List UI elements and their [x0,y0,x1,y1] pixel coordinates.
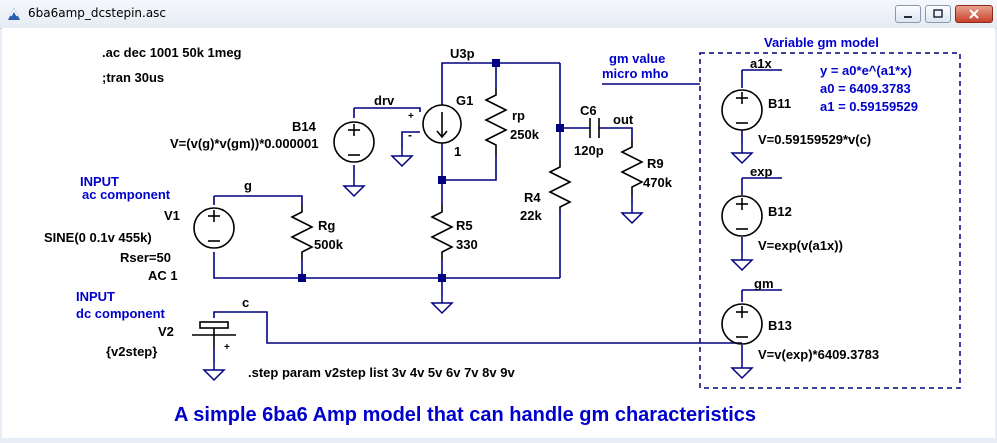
rp-resistor[interactable] [484,88,508,155]
b14-source[interactable] [333,121,375,163]
schematic: + - + .ac dec 1001 50k 1meg ;tran 30us .… [44,35,961,426]
b11-name: B11 [768,96,791,111]
window-title: 6ba6amp_dcstepin.asc [28,6,167,20]
v2-name: V2 [158,324,174,339]
rg-value: 500k [314,237,344,252]
ground-b14 [343,177,365,197]
ground-v2 [203,361,225,381]
input-ac-label-1: INPUT [80,174,119,189]
net-u3p: U3p [450,46,475,61]
tran-directive[interactable]: ;tran 30us [102,70,164,85]
c6-value: 120p [574,143,604,158]
gm-model-title: Variable gm model [764,35,879,50]
input-dc-label-1: INPUT [76,289,115,304]
equation-line-3: a1 = 0.59159529 [820,99,918,114]
r9-value: 470k [643,175,673,190]
ltspice-app-icon [8,8,20,20]
junctions [298,59,564,282]
b13-name: B13 [768,318,792,333]
ground-g1 [391,147,413,167]
b13-value: V=v(exp)*6409.3783 [758,347,879,362]
b14-value: V=(v(g)*v(gm))*0.000001 [170,136,318,151]
b14-name: B14 [292,119,317,134]
ground-r9 [621,204,643,224]
r5-value: 330 [456,237,478,252]
v2-value: {v2step} [106,344,157,359]
schematic-canvas[interactable]: + - + .ac dec 1001 50k 1meg ;tran 30us .… [2,28,995,438]
close-button[interactable] [955,5,993,23]
r4-resistor[interactable] [548,160,572,210]
r9-resistor[interactable] [620,140,644,195]
ground-b13 [731,359,753,379]
input-dc-label-2: dc component [76,306,166,321]
b12-value: V=exp(v(a1x)) [758,238,843,253]
input-ac-label-2: ac component [82,187,171,202]
rg-name: Rg [318,218,335,233]
b12-source[interactable] [721,195,763,237]
rp-value: 250k [510,127,540,142]
net-g: g [244,178,252,193]
ground-b12 [731,251,753,271]
r4-name: R4 [524,190,541,205]
net-drv: drv [374,93,395,108]
title-bar: 6ba6amp_dcstepin.asc [0,0,997,29]
b11-source[interactable] [721,89,763,131]
r5-resistor[interactable] [430,205,454,260]
b12-name: B12 [768,204,792,219]
svg-text:+: + [408,111,414,122]
g1-name: G1 [456,93,473,108]
maximize-icon [933,9,943,18]
minimize-icon [904,16,912,18]
gm-value-label-2: micro mho [602,66,669,81]
net-gm: gm [754,276,774,291]
svg-text:+: + [224,342,230,353]
ac-directive[interactable]: .ac dec 1001 50k 1meg [102,45,242,60]
wires [213,62,782,362]
equation-line-1: y = a0*e^(a1*x) [820,63,912,78]
v1-ac: AC 1 [148,268,178,283]
c6-capacitor[interactable] [589,118,600,138]
equation-line-2: a0 = 6409.3783 [820,81,911,96]
step-directive[interactable]: .step param v2step list 3v 4v 5v 6v 7v 8… [248,365,515,380]
net-out: out [613,112,634,127]
net-c: c [242,295,249,310]
r4-value: 22k [520,208,542,223]
footer-title: A simple 6ba6 Amp model that can handle … [174,404,756,426]
close-icon [969,9,979,19]
rp-name: rp [512,108,525,123]
gm-value-label-1: gm value [609,51,665,66]
v1-name: V1 [164,208,180,223]
ground-b11 [731,144,753,164]
net-a1x: a1x [750,56,772,71]
g1-source[interactable]: + - [408,104,462,144]
ground-r5 [431,294,453,314]
net-exp: exp [750,164,772,179]
r5-name: R5 [456,218,473,233]
svg-text:-: - [408,128,412,142]
g1-value: 1 [454,144,461,159]
rg-resistor[interactable] [290,205,314,260]
maximize-button[interactable] [925,5,951,23]
gm-model-box [699,52,961,389]
minimize-button[interactable] [895,5,921,23]
c6-name: C6 [580,103,597,118]
v1-source[interactable] [193,207,235,249]
b11-value: V=0.59159529*v(c) [758,132,871,147]
r9-name: R9 [647,156,664,171]
b13-source[interactable] [721,303,763,345]
v1-rser: Rser=50 [120,250,171,265]
v1-value: SINE(0 0.1v 455k) [44,230,152,245]
v2-battery[interactable]: + [192,321,236,353]
